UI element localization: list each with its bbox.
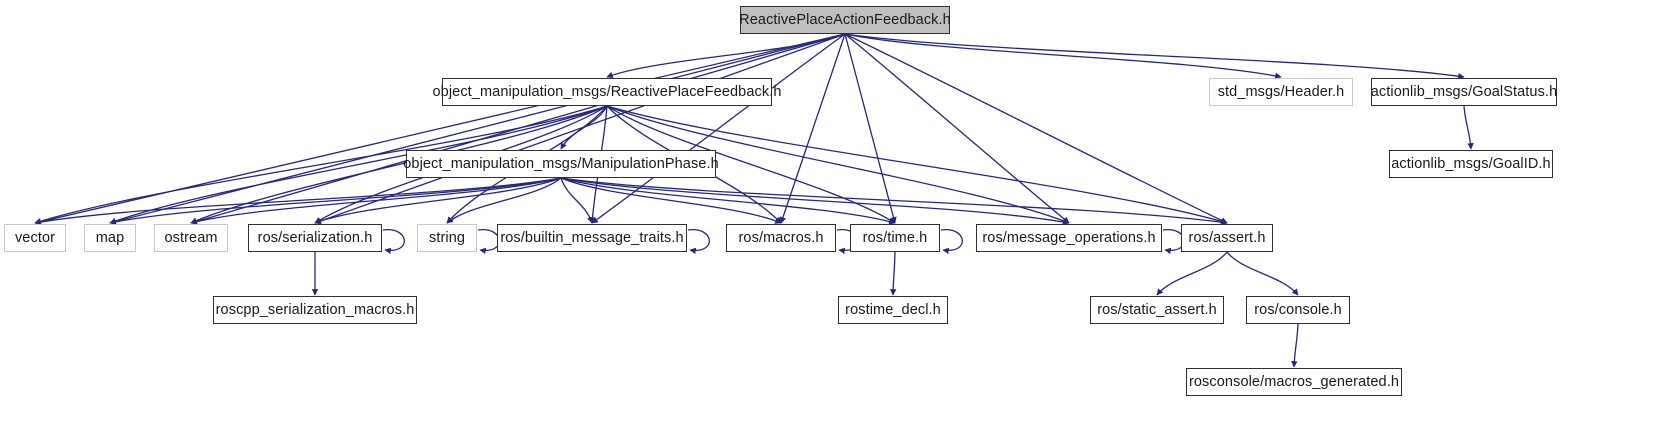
graph-node-vector[interactable]: vector — [4, 224, 66, 252]
graph-node-stdmsgsheader[interactable]: std_msgs/Header.h — [1209, 78, 1353, 106]
graph-node-root[interactable]: ReactivePlaceActionFeedback.h — [739, 6, 951, 34]
graph-node-builtintraits[interactable]: ros/builtin_message_traits.h — [497, 224, 687, 252]
graph-edge-root-to-stdmsgsheader — [844, 33, 1282, 80]
graph-node-label: object_manipulation_msgs/ReactivePlaceFe… — [432, 83, 782, 100]
graph-node-map[interactable]: map — [84, 224, 136, 252]
graph-edge-root-to-time — [844, 33, 897, 224]
graph-node-label: actionlib_msgs/GoalStatus.h — [1370, 83, 1558, 100]
graph-edge-serialization-to-serialization — [382, 229, 405, 255]
graph-edge-assert-to-console — [1226, 251, 1299, 296]
graph-edge-assert-to-staticassert — [1156, 251, 1228, 296]
graph-node-label: ostream — [164, 229, 218, 246]
graph-edge-root-to-macros — [779, 33, 846, 224]
graph-node-label: ros/static_assert.h — [1097, 301, 1217, 318]
graph-edge-root-to-vector — [34, 33, 846, 225]
graph-node-macros[interactable]: ros/macros.h — [726, 224, 836, 252]
graph-edge-root-to-serialization — [314, 33, 846, 225]
graph-node-label: roscpp_serialization_macros.h — [215, 301, 415, 318]
graph-node-label: ReactivePlaceActionFeedback.h — [739, 11, 951, 28]
graph-edge-manipulationphase-to-serialization — [314, 177, 562, 224]
graph-edge-builtintraits-to-builtintraits — [687, 229, 710, 255]
graph-node-assert[interactable]: ros/assert.h — [1181, 224, 1273, 252]
graph-node-goalid[interactable]: actionlib_msgs/GoalID.h — [1389, 150, 1553, 178]
graph-edge-root-to-messageops — [844, 33, 1070, 224]
graph-node-goalstatus[interactable]: actionlib_msgs/GoalStatus.h — [1371, 78, 1557, 106]
graph-node-serializationmacros[interactable]: roscpp_serialization_macros.h — [213, 296, 417, 324]
graph-edge-manipulationphase-to-string — [446, 177, 562, 224]
graph-node-console[interactable]: ros/console.h — [1246, 296, 1350, 324]
graph-node-label: rostime_decl.h — [845, 301, 941, 318]
graph-node-string[interactable]: string — [417, 224, 477, 252]
graph-edge-root-to-goalstatus — [844, 33, 1465, 80]
graph-edge-time-to-time — [940, 229, 963, 255]
graph-node-rostimedecl[interactable]: rostime_decl.h — [838, 296, 948, 324]
graph-edge-root-to-ostream — [190, 33, 846, 225]
graph-node-label: ros/builtin_message_traits.h — [500, 229, 684, 246]
graph-edge-manipulationphase-to-messageops — [560, 177, 1070, 226]
graph-node-label: actionlib_msgs/GoalID.h — [1391, 155, 1551, 172]
graph-node-ostream[interactable]: ostream — [154, 224, 228, 252]
graph-edge-root-to-builtintraits — [591, 33, 846, 224]
graph-node-manipulationphase[interactable]: object_manipulation_msgs/ManipulationPha… — [403, 150, 719, 178]
graph-edge-manipulationphase-to-macros — [560, 177, 782, 224]
graph-node-serialization[interactable]: ros/serialization.h — [248, 224, 382, 252]
graph-node-label: ros/time.h — [862, 229, 928, 246]
graph-node-label: vector — [14, 229, 56, 246]
graph-node-label: string — [428, 229, 466, 246]
graph-node-macrosgenerated[interactable]: rosconsole/macros_generated.h — [1186, 368, 1402, 396]
graph-node-messageops[interactable]: ros/message_operations.h — [976, 224, 1162, 252]
graph-node-staticassert[interactable]: ros/static_assert.h — [1090, 296, 1224, 324]
graph-node-label: rosconsole/macros_generated.h — [1188, 373, 1400, 390]
graph-edge-root-to-assert — [844, 33, 1228, 224]
graph-edge-manipulationphase-to-builtintraits — [560, 177, 594, 224]
graph-node-label: ros/serialization.h — [257, 229, 373, 246]
graph-edge-console-to-macrosgenerated — [1291, 323, 1299, 368]
graph-node-label: std_msgs/Header.h — [1217, 83, 1345, 100]
graph-edge-reactiveplacefeedback-to-manipulationphase — [560, 105, 608, 150]
graph-node-time[interactable]: ros/time.h — [850, 224, 940, 252]
graph-node-reactiveplacefeedback[interactable]: object_manipulation_msgs/ReactivePlaceFe… — [433, 78, 781, 106]
graph-edge-manipulationphase-to-map — [109, 177, 562, 226]
graph-node-label: object_manipulation_msgs/ManipulationPha… — [403, 155, 719, 172]
graph-edge-root-to-map — [109, 33, 846, 225]
graph-edge-manipulationphase-to-time — [560, 177, 896, 225]
graph-edge-manipulationphase-to-ostream — [190, 177, 562, 225]
graph-edge-time-to-rostimedecl — [889, 251, 897, 296]
graph-edge-manipulationphase-to-vector — [34, 177, 562, 226]
graph-edge-goalstatus-to-goalid — [1463, 105, 1474, 150]
graph-edge-root-to-reactiveplacefeedback — [606, 33, 846, 79]
graph-node-label: ros/assert.h — [1188, 229, 1266, 246]
graph-node-label: ros/console.h — [1254, 301, 1342, 318]
graph-edge-manipulationphase-to-assert — [560, 177, 1228, 226]
graph-node-label: ros/message_operations.h — [982, 229, 1156, 246]
graph-node-label: ros/macros.h — [738, 229, 824, 246]
graph-node-label: map — [95, 229, 125, 246]
